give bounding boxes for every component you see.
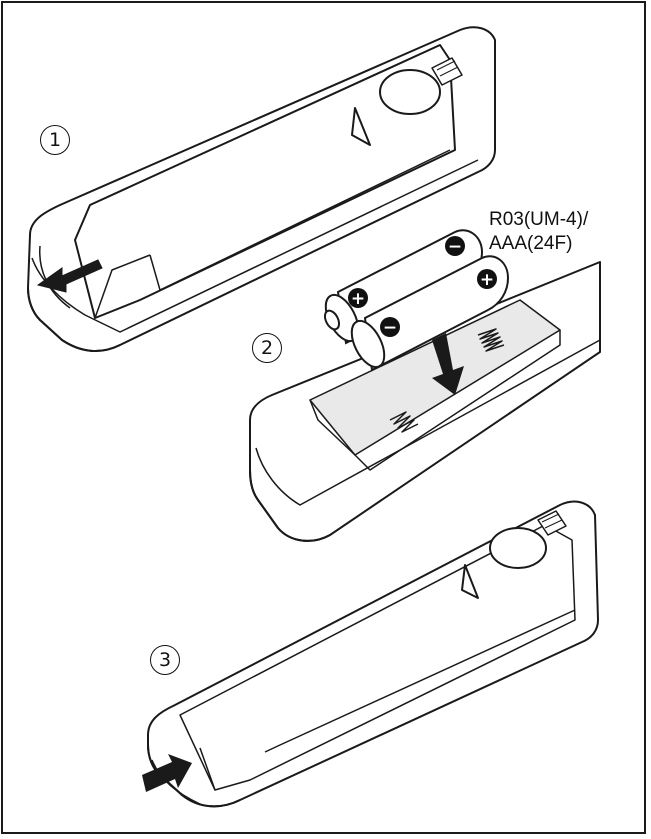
step-1-number: 1 <box>40 125 70 155</box>
step-2-number: 2 <box>252 333 282 363</box>
battery-lower <box>350 255 510 372</box>
spring-contact-left <box>389 411 419 433</box>
remote-step-1 <box>27 26 496 352</box>
slide-in-arrow <box>142 754 192 792</box>
remote-step-3 <box>147 500 599 808</box>
battery-type-label-line2: AAA(24F) <box>489 233 573 254</box>
spring-contact-right <box>477 328 505 352</box>
step-3-number: 3 <box>150 645 180 675</box>
step-2-label: 2 <box>260 337 274 359</box>
insert-arrow <box>432 333 464 395</box>
step-1-label: 1 <box>48 129 62 151</box>
step-3-label: 3 <box>158 649 172 671</box>
battery-type-label-line1: R03(UM-4)/ <box>489 209 589 230</box>
slide-out-arrow <box>36 259 103 293</box>
